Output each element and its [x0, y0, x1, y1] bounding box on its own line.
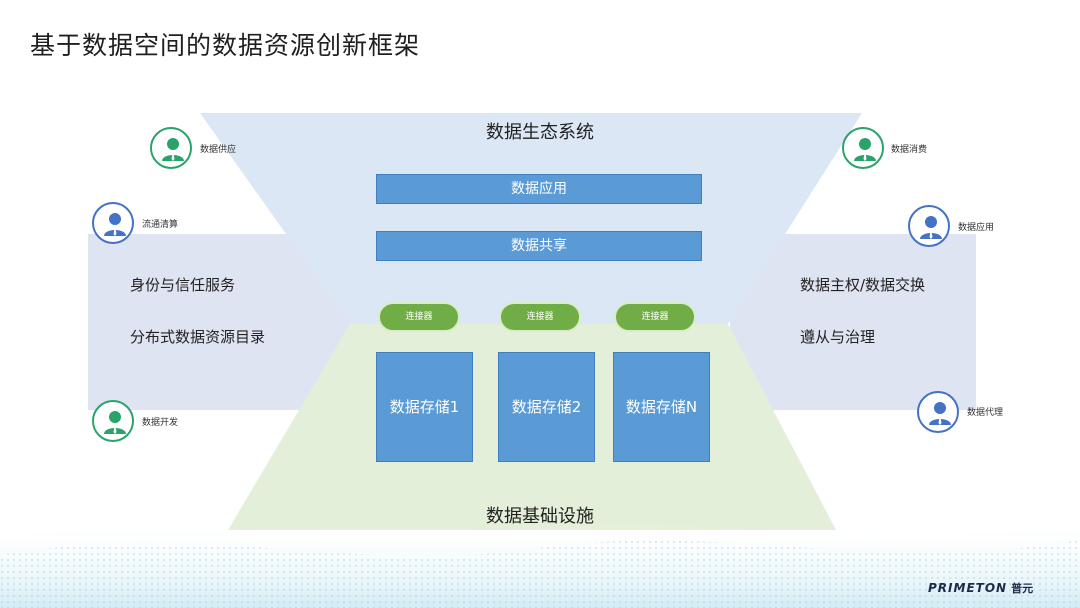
role-label: 流通清算 — [142, 220, 179, 230]
role-label: 数据代理 — [967, 408, 1004, 418]
connector-2: 连接器 — [499, 302, 581, 332]
connector-1: 连接器 — [378, 302, 460, 332]
page-title: 基于数据空间的数据资源创新框架 — [30, 31, 421, 60]
role-label: 数据应用 — [958, 223, 995, 233]
role-label: 数据开发 — [142, 418, 179, 428]
right-panel — [730, 234, 976, 410]
role-label: 数据消费 — [891, 145, 928, 155]
left-panel-item-identity: 身份与信任服务 — [130, 276, 236, 294]
logo-cn: 普元 — [1011, 582, 1034, 595]
user-icon — [92, 202, 134, 244]
user-icon — [92, 400, 134, 442]
left-panel — [88, 234, 350, 410]
wave-dots — [0, 540, 1080, 608]
connector-3: 连接器 — [614, 302, 696, 332]
layer-data-application: 数据应用 — [376, 174, 702, 204]
right-panel-item-governance: 遵从与治理 — [800, 328, 876, 346]
logo-brand: PRIMETON — [928, 581, 1008, 595]
storage-n: 数据存储N — [613, 352, 710, 462]
right-panel-item-sovereignty: 数据主权/数据交换 — [800, 276, 926, 294]
left-panel-item-catalog: 分布式数据资源目录 — [130, 328, 266, 346]
storage-1: 数据存储1 — [376, 352, 473, 462]
ecosystem-funnel — [200, 113, 862, 324]
infrastructure-title: 数据基础设施 — [486, 506, 594, 527]
user-icon — [908, 205, 950, 247]
user-icon — [842, 127, 884, 169]
storage-2: 数据存储2 — [498, 352, 595, 462]
user-icon — [917, 391, 959, 433]
layer-data-sharing: 数据共享 — [376, 231, 702, 261]
role-label: 数据供应 — [200, 145, 237, 155]
ecosystem-title: 数据生态系统 — [486, 122, 594, 143]
user-icon — [150, 127, 192, 169]
